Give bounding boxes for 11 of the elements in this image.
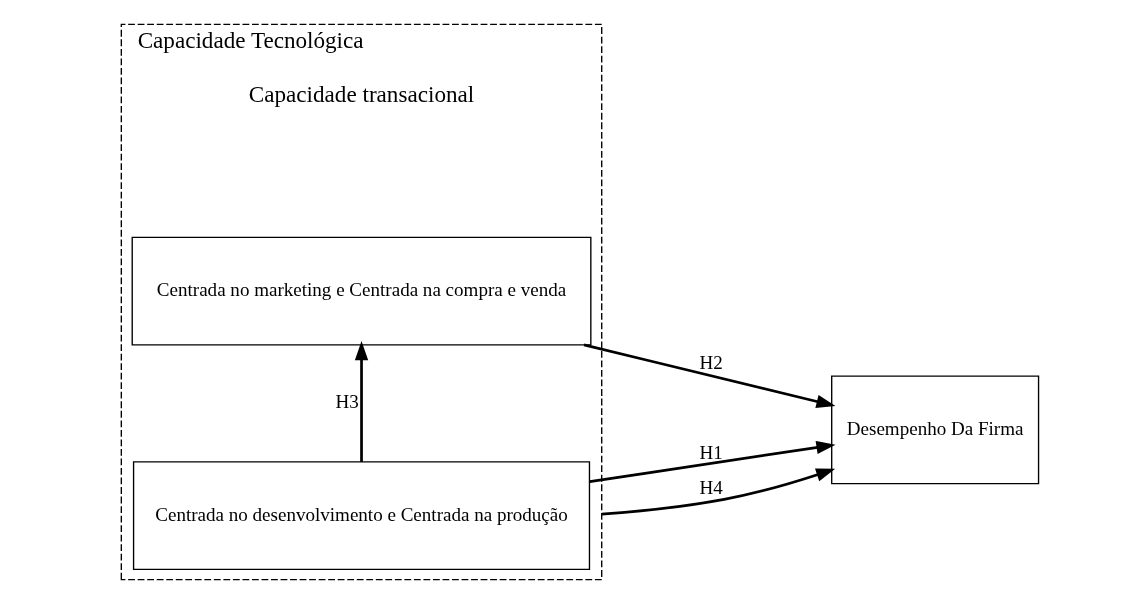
edge-label: H3 (335, 391, 359, 413)
edge-label: H4 (699, 477, 723, 499)
arrow (354, 341, 368, 462)
node-box: Desempenho Da Firma (830, 375, 1039, 485)
arrow (589, 440, 835, 483)
arrow (601, 468, 835, 516)
node-box: Centrada no desenvolvimento e Centrada na produção (132, 461, 590, 571)
edge-label: H2 (699, 351, 723, 373)
arrow (583, 343, 835, 408)
edge-label: H1 (699, 441, 723, 463)
node-box: Centrada no marketing e Centrada na compra e venda (131, 236, 591, 346)
